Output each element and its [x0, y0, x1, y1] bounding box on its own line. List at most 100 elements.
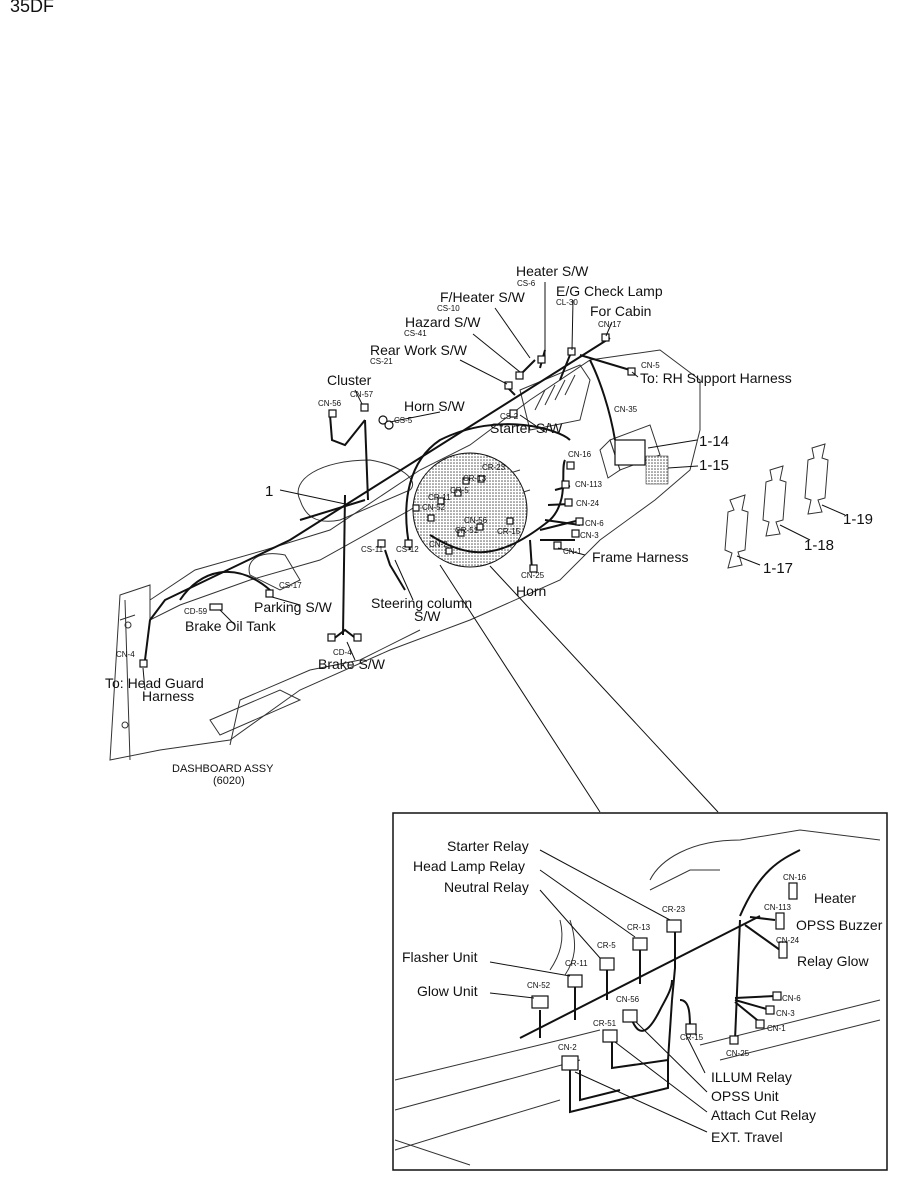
label-horn-sw: Horn S/W [404, 398, 465, 414]
main-codes: CS-6 CS-10 CL-30 CN-17 CS-41 CS-21 CN-5 … [116, 279, 660, 659]
label-neutral-relay: Neutral Relay [444, 879, 529, 895]
label-glow-unit: Glow Unit [417, 983, 478, 999]
code-cs-5: CS-5 [394, 416, 413, 425]
detail-code-cn-56: CN-56 [616, 995, 640, 1004]
code-cn-35: CN-35 [614, 405, 638, 414]
label-cluster: Cluster [327, 372, 372, 388]
detail-background-lines [394, 829, 881, 1166]
label-frame-harness: Frame Harness [592, 549, 688, 565]
callout-1: 1 [265, 483, 273, 500]
detail-leader-right [489, 565, 719, 813]
label-dashboard-code: (6020) [213, 775, 245, 787]
label-starter-relay: Starter Relay [447, 838, 529, 854]
code-cn-4: CN-4 [116, 650, 135, 659]
label-opss-buzzer: OPSS Buzzer [796, 917, 883, 933]
code-cn-25: CN-25 [521, 571, 545, 580]
label-f-heater-sw: F/Heater S/W [440, 289, 526, 305]
label-to-head-guard: To: Head Guard [105, 675, 204, 691]
label-head-lamp-relay: Head Lamp Relay [413, 858, 525, 874]
part-callouts: 1 1-14 1-15 1-17 1-18 1-19 [265, 433, 873, 577]
detail-code-cn-24: CN-24 [776, 936, 800, 945]
label-ext-travel: EXT. Travel [711, 1129, 783, 1145]
label-heater: Heater [814, 890, 856, 906]
code-cn-56: CN-56 [318, 399, 342, 408]
code-cs-10: CS-10 [437, 304, 460, 313]
label-attach-cut-relay: Attach Cut Relay [711, 1107, 816, 1123]
label-to-head-guard-harness: Harness [142, 688, 194, 704]
code-cn-57: CN-57 [350, 390, 374, 399]
callout-1-17: 1-17 [763, 560, 793, 577]
detail-code-cr-11: CR-11 [565, 959, 588, 968]
code-cn-3: CN-3 [580, 531, 599, 540]
label-brake-oil-tank: Brake Oil Tank [185, 618, 277, 634]
detail-code-cn-25: CN-25 [726, 1049, 750, 1058]
callout-1-14: 1-14 [699, 433, 729, 450]
label-parking-sw: Parking S/W [254, 599, 333, 615]
bracket-parts [724, 443, 829, 569]
code-cn-2: CN-2 [429, 540, 448, 549]
label-heater-sw: Heater S/W [516, 263, 589, 279]
detail-code-cn-113: CN-113 [764, 903, 792, 912]
label-eg-check-lamp: E/G Check Lamp [556, 283, 663, 299]
detail-code-cr-51: CR-51 [593, 1019, 617, 1028]
label-for-cabin: For Cabin [590, 303, 651, 319]
main-labels: Heater S/W F/Heater S/W E/G Check Lamp F… [105, 263, 792, 787]
code-cs-12: CS-12 [396, 545, 419, 554]
label-dashboard-assy: DASHBOARD ASSY [172, 763, 274, 775]
label-to-rh-support: To: RH Support Harness [640, 370, 792, 386]
detail-code-cr-23: CR-23 [662, 905, 686, 914]
code-cs-2: CS-2 [500, 412, 519, 421]
code-cn-24: CN-24 [576, 499, 600, 508]
callout-1-18: 1-18 [804, 537, 834, 554]
detail-code-cn-2: CN-2 [558, 1043, 577, 1052]
code-cl-30: CL-30 [556, 298, 578, 307]
detail-code-cn-52: CN-52 [527, 981, 551, 990]
detail-code-cn-6: CN-6 [782, 994, 801, 1003]
label-steering-column-sw: S/W [414, 608, 441, 624]
detail-code-cn-16: CN-16 [783, 873, 807, 882]
code-cn-16: CN-16 [568, 450, 592, 459]
detail-leader-left [439, 564, 601, 813]
code-cs-17: CS-17 [279, 581, 302, 590]
code-cn-113: CN-113 [575, 480, 603, 489]
code-cs-41: CS-41 [404, 329, 427, 338]
detail-codes: CN-16 CN-113 CN-24 CR-23 CR-13 CR-5 CR-1… [527, 873, 807, 1058]
label-relay-glow: Relay Glow [797, 953, 869, 969]
detail-code-cn-1: CN-1 [767, 1024, 786, 1033]
code-cn-17: CN-17 [598, 320, 622, 329]
callout-1-15: 1-15 [699, 457, 729, 474]
code-cr-13: CR-13 [463, 474, 487, 483]
code-cs-21: CS-21 [370, 357, 393, 366]
label-hazard-sw: Hazard S/W [405, 314, 481, 330]
code-cs-6: CS-6 [517, 279, 536, 288]
part-1-15-pad [645, 455, 669, 485]
detail-harness-wires [519, 849, 801, 1114]
code-cn-56-detail: CN-56 [464, 516, 488, 525]
code-cr-51: CR-51 [455, 526, 479, 535]
detail-code-cn-3: CN-3 [776, 1009, 795, 1018]
detail-labels: Starter Relay Head Lamp Relay Neutral Re… [402, 838, 883, 1145]
detail-leaders [489, 849, 708, 1133]
label-starter-sw: Starter S/W [490, 420, 563, 436]
main-leaders [142, 282, 846, 691]
label-horn: Horn [516, 583, 546, 599]
detail-connectors [531, 882, 798, 1071]
label-illum-relay: ILLUM Relay [711, 1069, 792, 1085]
detail-code-cr-5: CR-5 [597, 941, 616, 950]
code-cr-5: CR-5 [450, 486, 469, 495]
callout-1-19: 1-19 [843, 511, 873, 528]
label-steering-column: Steering column [371, 595, 472, 611]
code-cr-15: CR-15 [497, 527, 521, 536]
code-cn-6: CN-6 [585, 519, 604, 528]
code-cs-11: CS-11 [361, 545, 384, 554]
code-cr-23: CR-23 [482, 463, 506, 472]
label-opss-unit: OPSS Unit [711, 1088, 779, 1104]
code-cd-59: CD-59 [184, 607, 208, 616]
code-cd-4: CD-4 [333, 648, 352, 657]
code-cn-1: CN-1 [563, 547, 582, 556]
detail-code-cr-13: CR-13 [627, 923, 651, 932]
page-model-title: 35DF [10, 0, 54, 16]
code-cn-5: CN-5 [641, 361, 660, 370]
code-cr-11: CR-11 [428, 493, 451, 502]
detail-code-cr-15: CR-15 [680, 1033, 704, 1042]
